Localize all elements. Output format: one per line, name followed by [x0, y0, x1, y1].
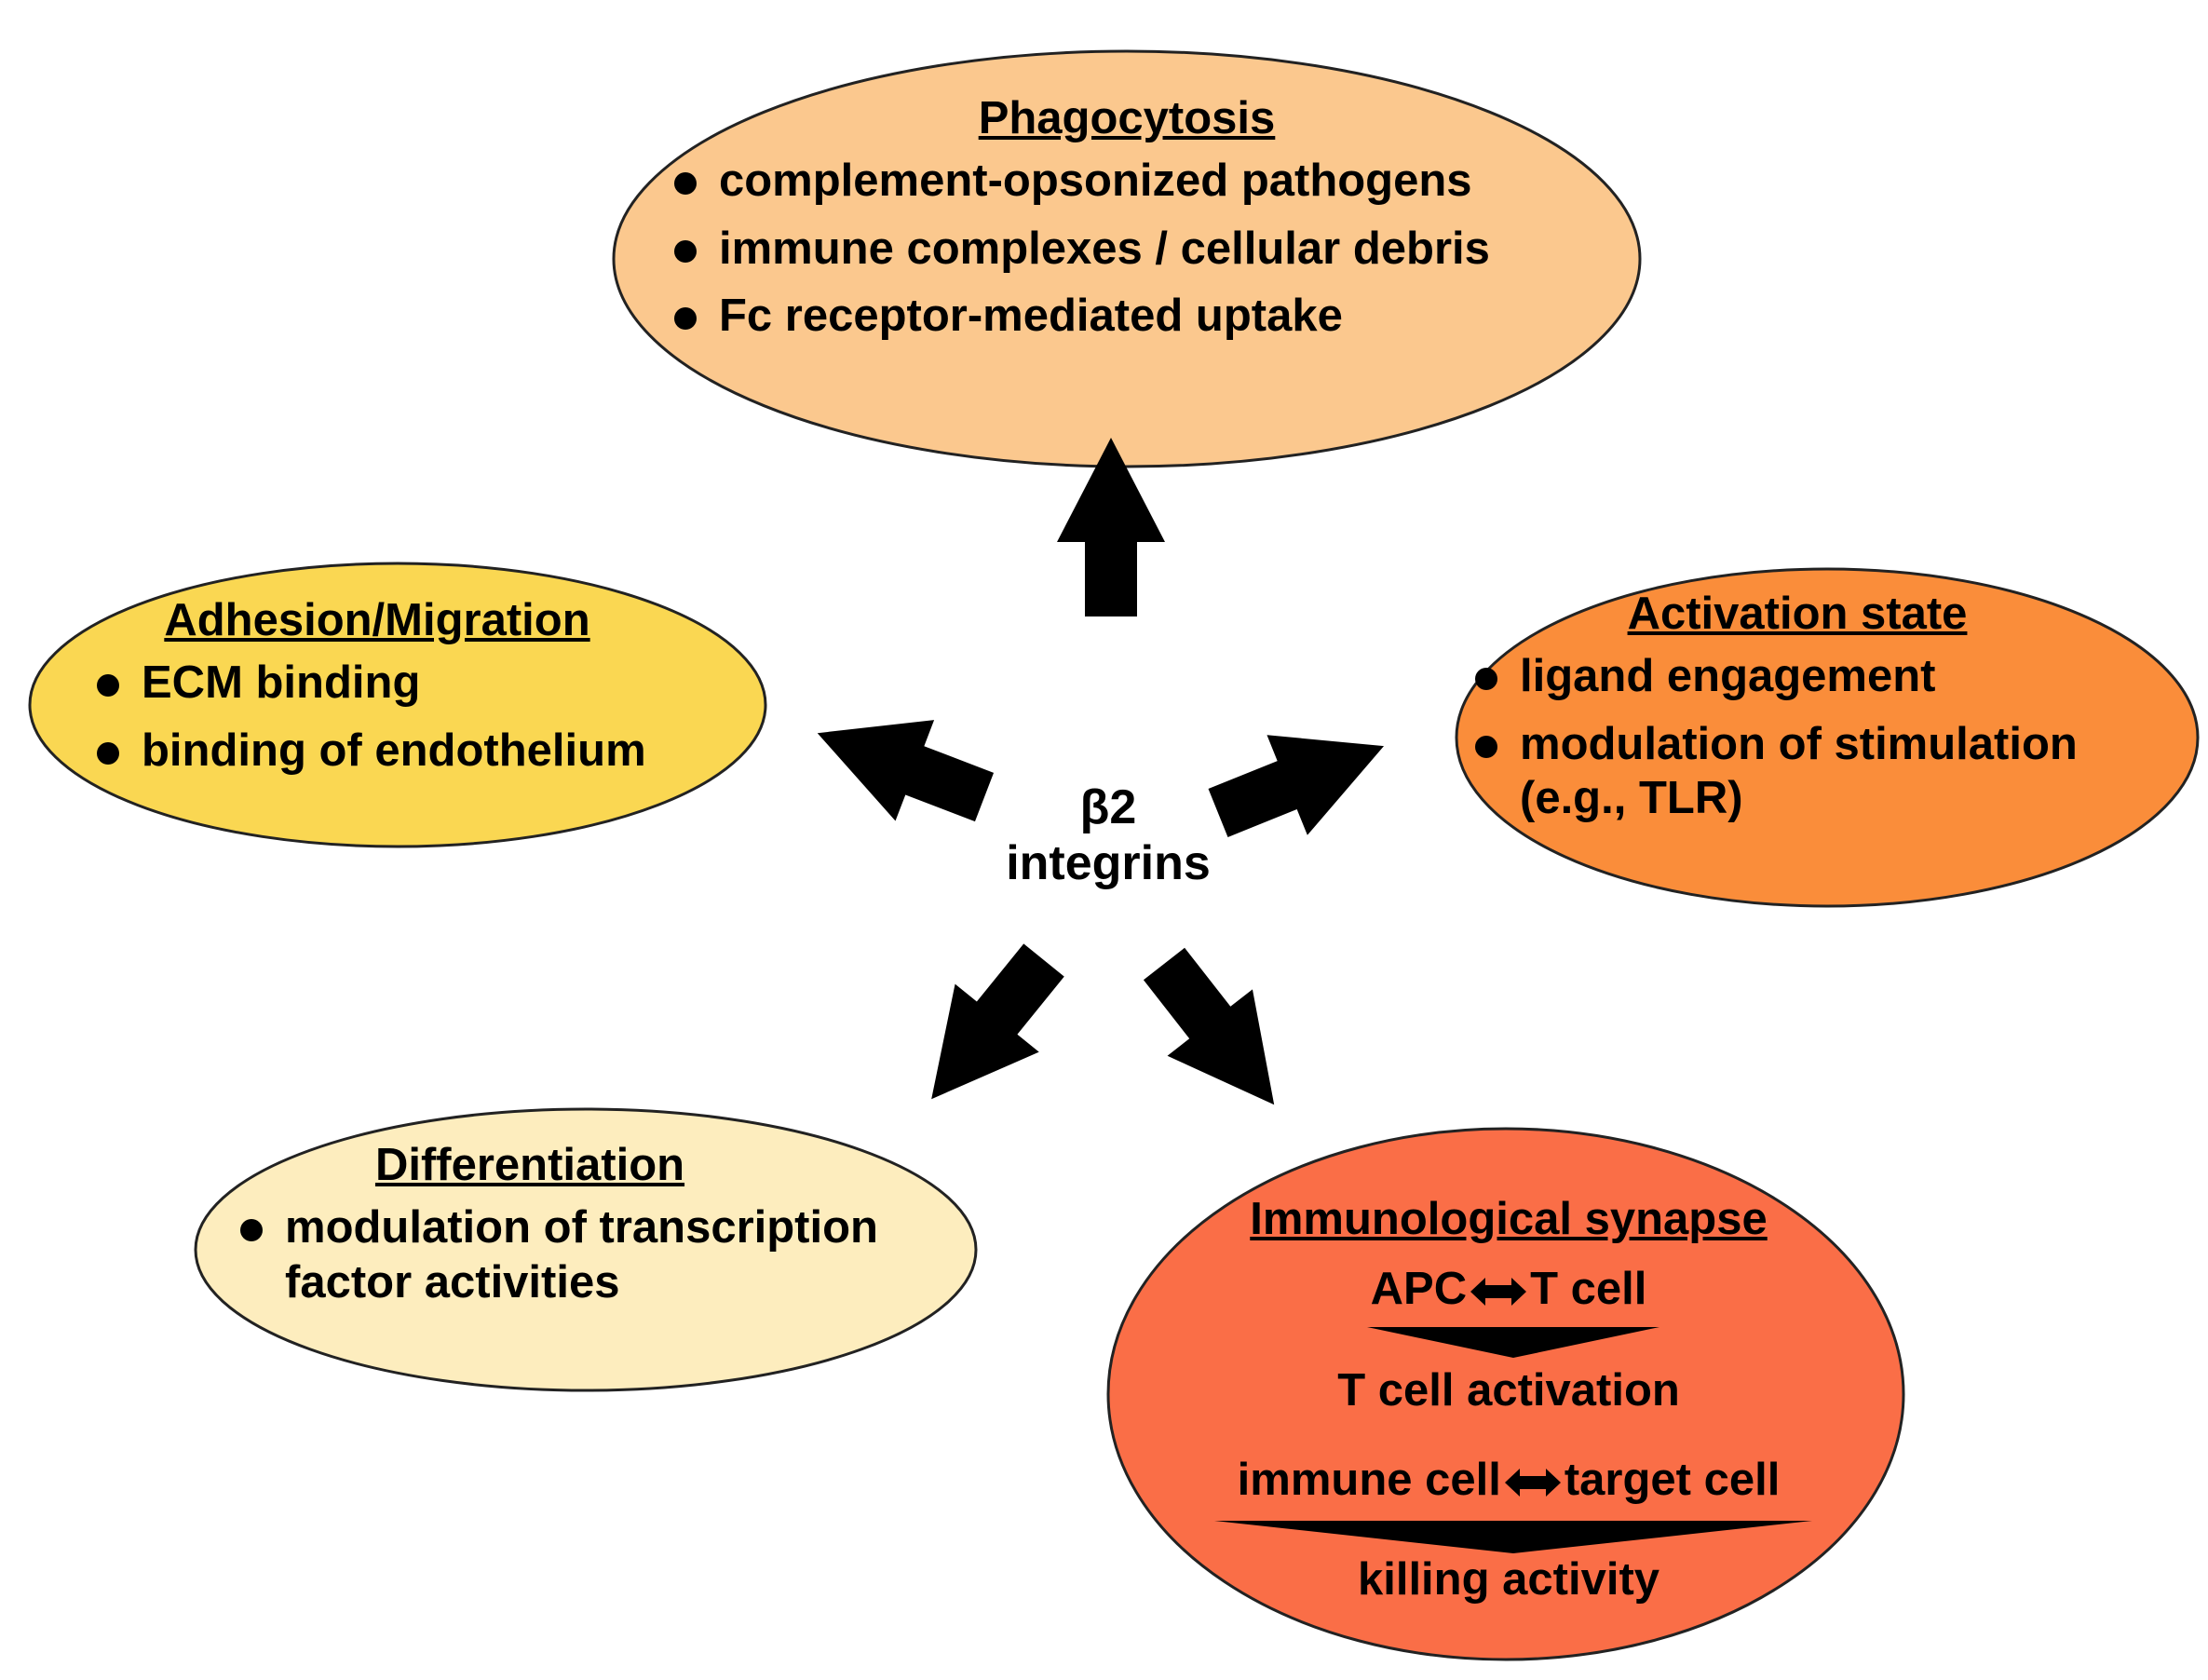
- activation-continuation: (e.g., TLR): [1520, 773, 1743, 824]
- integrins-label: integrins: [1006, 835, 1211, 890]
- activation-title: Activation state: [1627, 589, 1968, 639]
- synapse-wedge-arrow-2: [1214, 1521, 1812, 1553]
- tcell-label: T cell: [1530, 1263, 1647, 1314]
- list-item: Fc receptor-mediated uptake: [671, 289, 1583, 344]
- differentiation-continuation: factor activities: [285, 1256, 620, 1307]
- phagocytosis-list: complement-opsonized pathogens immune co…: [671, 154, 1583, 344]
- list-item: modulation of stimulation: [1471, 717, 2161, 772]
- arrow-lower-left: [931, 943, 1064, 1100]
- differentiation-node: Differentiation modulation of transcript…: [237, 1138, 944, 1309]
- list-item: ligand engagement: [1471, 649, 2161, 704]
- activation-node: Activation state ligand engagement modul…: [1471, 587, 2161, 826]
- differentiation-list: modulation of transcription: [237, 1200, 944, 1255]
- killing-activity-label: killing activity: [1357, 1554, 1660, 1605]
- double-arrow-icon: [1470, 1277, 1527, 1306]
- synapse-wedge-arrow-1: [1367, 1327, 1659, 1358]
- immune-target-line: immune cell target cell: [1164, 1453, 1853, 1508]
- synapse-title: Immunological synapse: [1250, 1194, 1768, 1244]
- adhesion-ellipse: [28, 562, 767, 848]
- list-item: ECM binding: [93, 656, 689, 711]
- phagocytosis-ellipse: [612, 49, 1642, 468]
- apc-label: APC: [1370, 1263, 1468, 1314]
- center-label: β2 integrins: [987, 780, 1229, 892]
- list-item: complement-opsonized pathogens: [671, 154, 1583, 209]
- adhesion-list: ECM binding binding of endothelium: [93, 656, 689, 779]
- arrow-lower-right: [1143, 947, 1275, 1105]
- activation-ellipse: [1455, 567, 2200, 908]
- phagocytosis-node: Phagocytosis complement-opsonized pathog…: [671, 91, 1583, 357]
- adhesion-title: Adhesion/Migration: [164, 595, 590, 645]
- list-item: modulation of transcription: [237, 1200, 944, 1255]
- tcell-activation-label: T cell activation: [1337, 1364, 1680, 1416]
- target-cell-label: target cell: [1564, 1455, 1781, 1506]
- differentiation-ellipse: [194, 1107, 978, 1392]
- arrow-upper-left: [817, 720, 995, 822]
- immune-cell-label: immune cell: [1237, 1455, 1501, 1506]
- beta2-symbol: β2: [1079, 780, 1137, 834]
- list-item: immune complexes / cellular debris: [671, 222, 1583, 277]
- phagocytosis-title: Phagocytosis: [978, 93, 1276, 143]
- apc-tcell-line: APC T cell: [1164, 1262, 1853, 1317]
- adhesion-node: Adhesion/Migration ECM binding binding o…: [93, 593, 689, 791]
- differentiation-title: Differentiation: [374, 1140, 685, 1190]
- arrow-up: [1057, 438, 1165, 616]
- synapse-node: Immunological synapse APC T cell T cell a…: [1164, 1192, 1853, 1607]
- list-item: binding of endothelium: [93, 724, 689, 779]
- double-arrow-icon: [1504, 1469, 1561, 1497]
- arrow-upper-right: [1208, 735, 1385, 837]
- activation-list: ligand engagement modulation of stimulat…: [1471, 649, 2161, 772]
